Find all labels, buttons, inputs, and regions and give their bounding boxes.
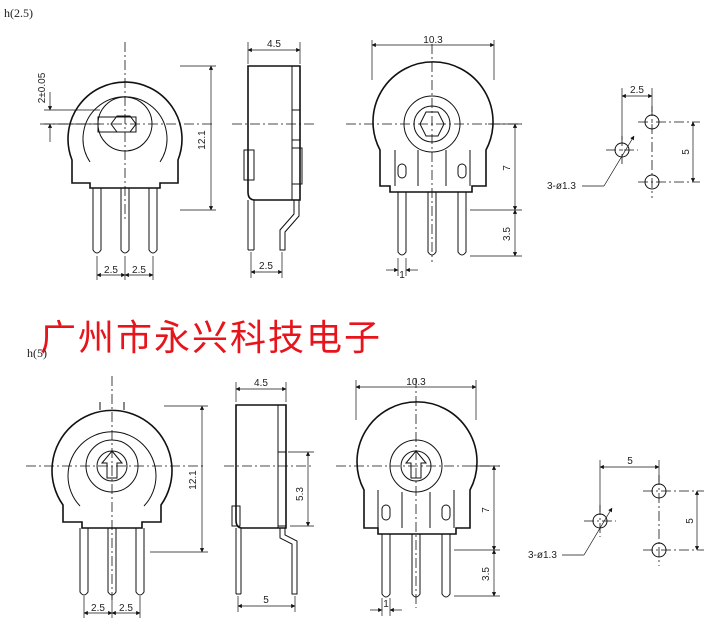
variant-b-fp-hole: 3-ø1.3 <box>528 550 557 561</box>
variant-b-footprint: 5 5 3-ø1.3 <box>528 456 704 566</box>
variant-a-fp-pitch-y: 5 <box>681 149 692 155</box>
variant-b-side-height-dim: 5.3 <box>295 487 306 501</box>
variant-b-rear-view: 10.3 7 3.5 1 <box>336 377 500 616</box>
variant-a-rear-height-dim: 7 <box>502 165 513 171</box>
variant-b-rear-height-dim: 7 <box>481 507 492 513</box>
variant-b-height-dim: 12.1 <box>188 470 199 490</box>
variant-b-label: h(5) <box>27 346 47 360</box>
variant-b-front-view: 12.1 2.5 2.5 <box>26 376 208 618</box>
variant-a-side-view: 4.5 2.5 <box>232 39 314 278</box>
variant-b-pin-width-dim: 1 <box>383 599 389 610</box>
variant-b-side-width-dim: 4.5 <box>254 378 268 389</box>
variant-a-rear-view: 10.3 7 3.5 1 <box>346 35 522 281</box>
variant-b: h(5) 12.1 2.5 2.5 <box>26 346 704 618</box>
variant-a-fp-pitch-x: 2.5 <box>630 85 644 96</box>
variant-a-pitch-2: 2.5 <box>132 265 146 276</box>
variant-b-pitch-2: 2.5 <box>119 603 133 614</box>
variant-b-side-base-dim: 5 <box>263 595 269 606</box>
variant-a-label: h(2.5) <box>4 6 33 20</box>
variant-b-pin-length-dim: 3.5 <box>481 567 492 581</box>
variant-a-fp-hole: 3-ø1.3 <box>547 181 576 192</box>
variant-a: h(2.5) 12.1 2±0.05 <box>4 6 700 281</box>
variant-b-fp-pitch-y: 5 <box>685 518 696 524</box>
variant-b-side-view: 4.5 5.3 5 <box>224 378 314 612</box>
variant-a-side-width-dim: 4.5 <box>267 39 281 50</box>
variant-a-footprint: 2.5 5 3-ø1.3 <box>547 85 700 198</box>
variant-b-pitch-1: 2.5 <box>91 603 105 614</box>
variant-a-pin-length-dim: 3.5 <box>502 227 513 241</box>
company-watermark: 广州市永兴科技电子 <box>40 318 382 359</box>
variant-b-fp-pitch-x: 5 <box>627 456 633 467</box>
variant-a-shaft-offset-dim: 2±0.05 <box>37 72 48 103</box>
variant-a-side-offset-dim: 2.5 <box>259 261 273 272</box>
variant-a-rear-width-dim: 10.3 <box>423 35 443 46</box>
variant-a-pin-width-dim: 1 <box>399 270 405 281</box>
variant-a-pitch-1: 2.5 <box>104 265 118 276</box>
variant-a-height-dim: 12.1 <box>197 130 208 150</box>
variant-a-front-view: 12.1 2±0.05 2.5 2.5 <box>37 42 216 280</box>
variant-b-rear-width-dim: 10.3 <box>406 377 426 388</box>
